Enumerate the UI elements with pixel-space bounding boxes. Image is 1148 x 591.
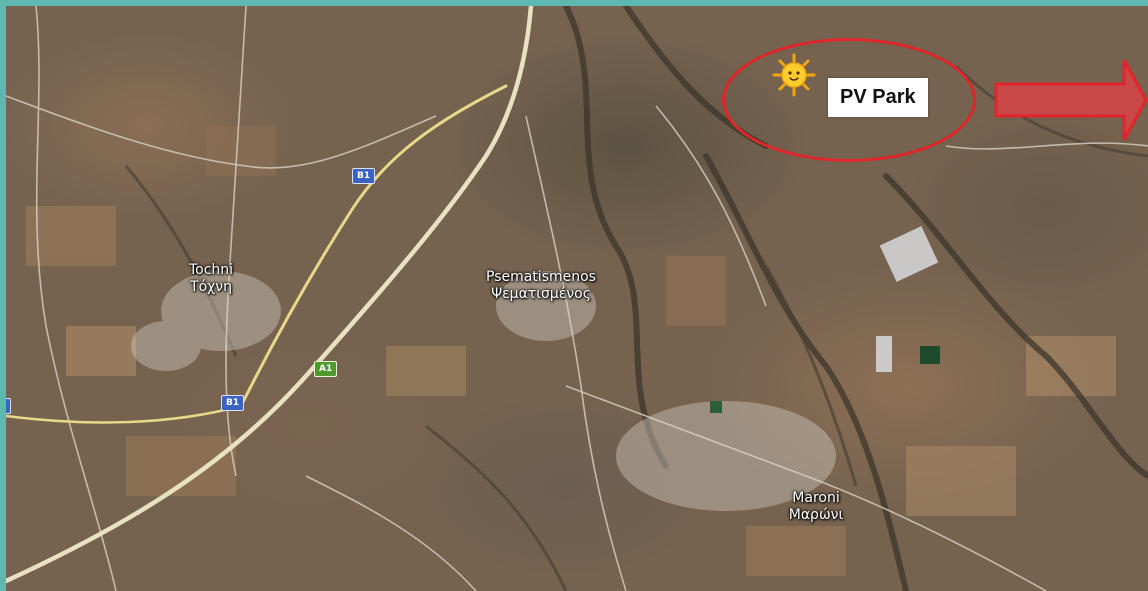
terrain-layer <box>6 6 1148 591</box>
sun-emoji-icon <box>772 53 816 97</box>
a1-road-shield: A1 <box>314 361 338 377</box>
place-local-name-psematismenos: Ψεματισμένος <box>491 286 591 302</box>
place-name-psematismenos: Psematismenos <box>486 269 596 285</box>
place-name-tochni: Tochni <box>188 262 234 278</box>
satellite-map[interactable]: B1 A1 B1 Tochni Τόχνη Psematismenos Ψεμα… <box>6 6 1148 591</box>
edge-road-shield <box>6 398 12 414</box>
place-local-name-tochni: Τόχνη <box>190 279 232 295</box>
place-name-maroni: Maroni <box>792 490 840 506</box>
b1-road-shield: B1 <box>352 168 376 184</box>
place-label-tochni[interactable]: Tochni Τόχνη <box>156 262 266 296</box>
pv-park-highlight-ellipse <box>722 38 976 162</box>
red-arrow-right-icon <box>994 59 1148 141</box>
b1-road-shield-lower: B1 <box>221 395 245 411</box>
place-label-maroni[interactable]: Maroni Μαρώνι <box>766 490 866 524</box>
place-local-name-maroni: Μαρώνι <box>788 507 844 523</box>
place-label-psematismenos[interactable]: Psematismenos Ψεματισμένος <box>466 269 616 303</box>
pv-park-label: PV Park <box>828 78 928 117</box>
